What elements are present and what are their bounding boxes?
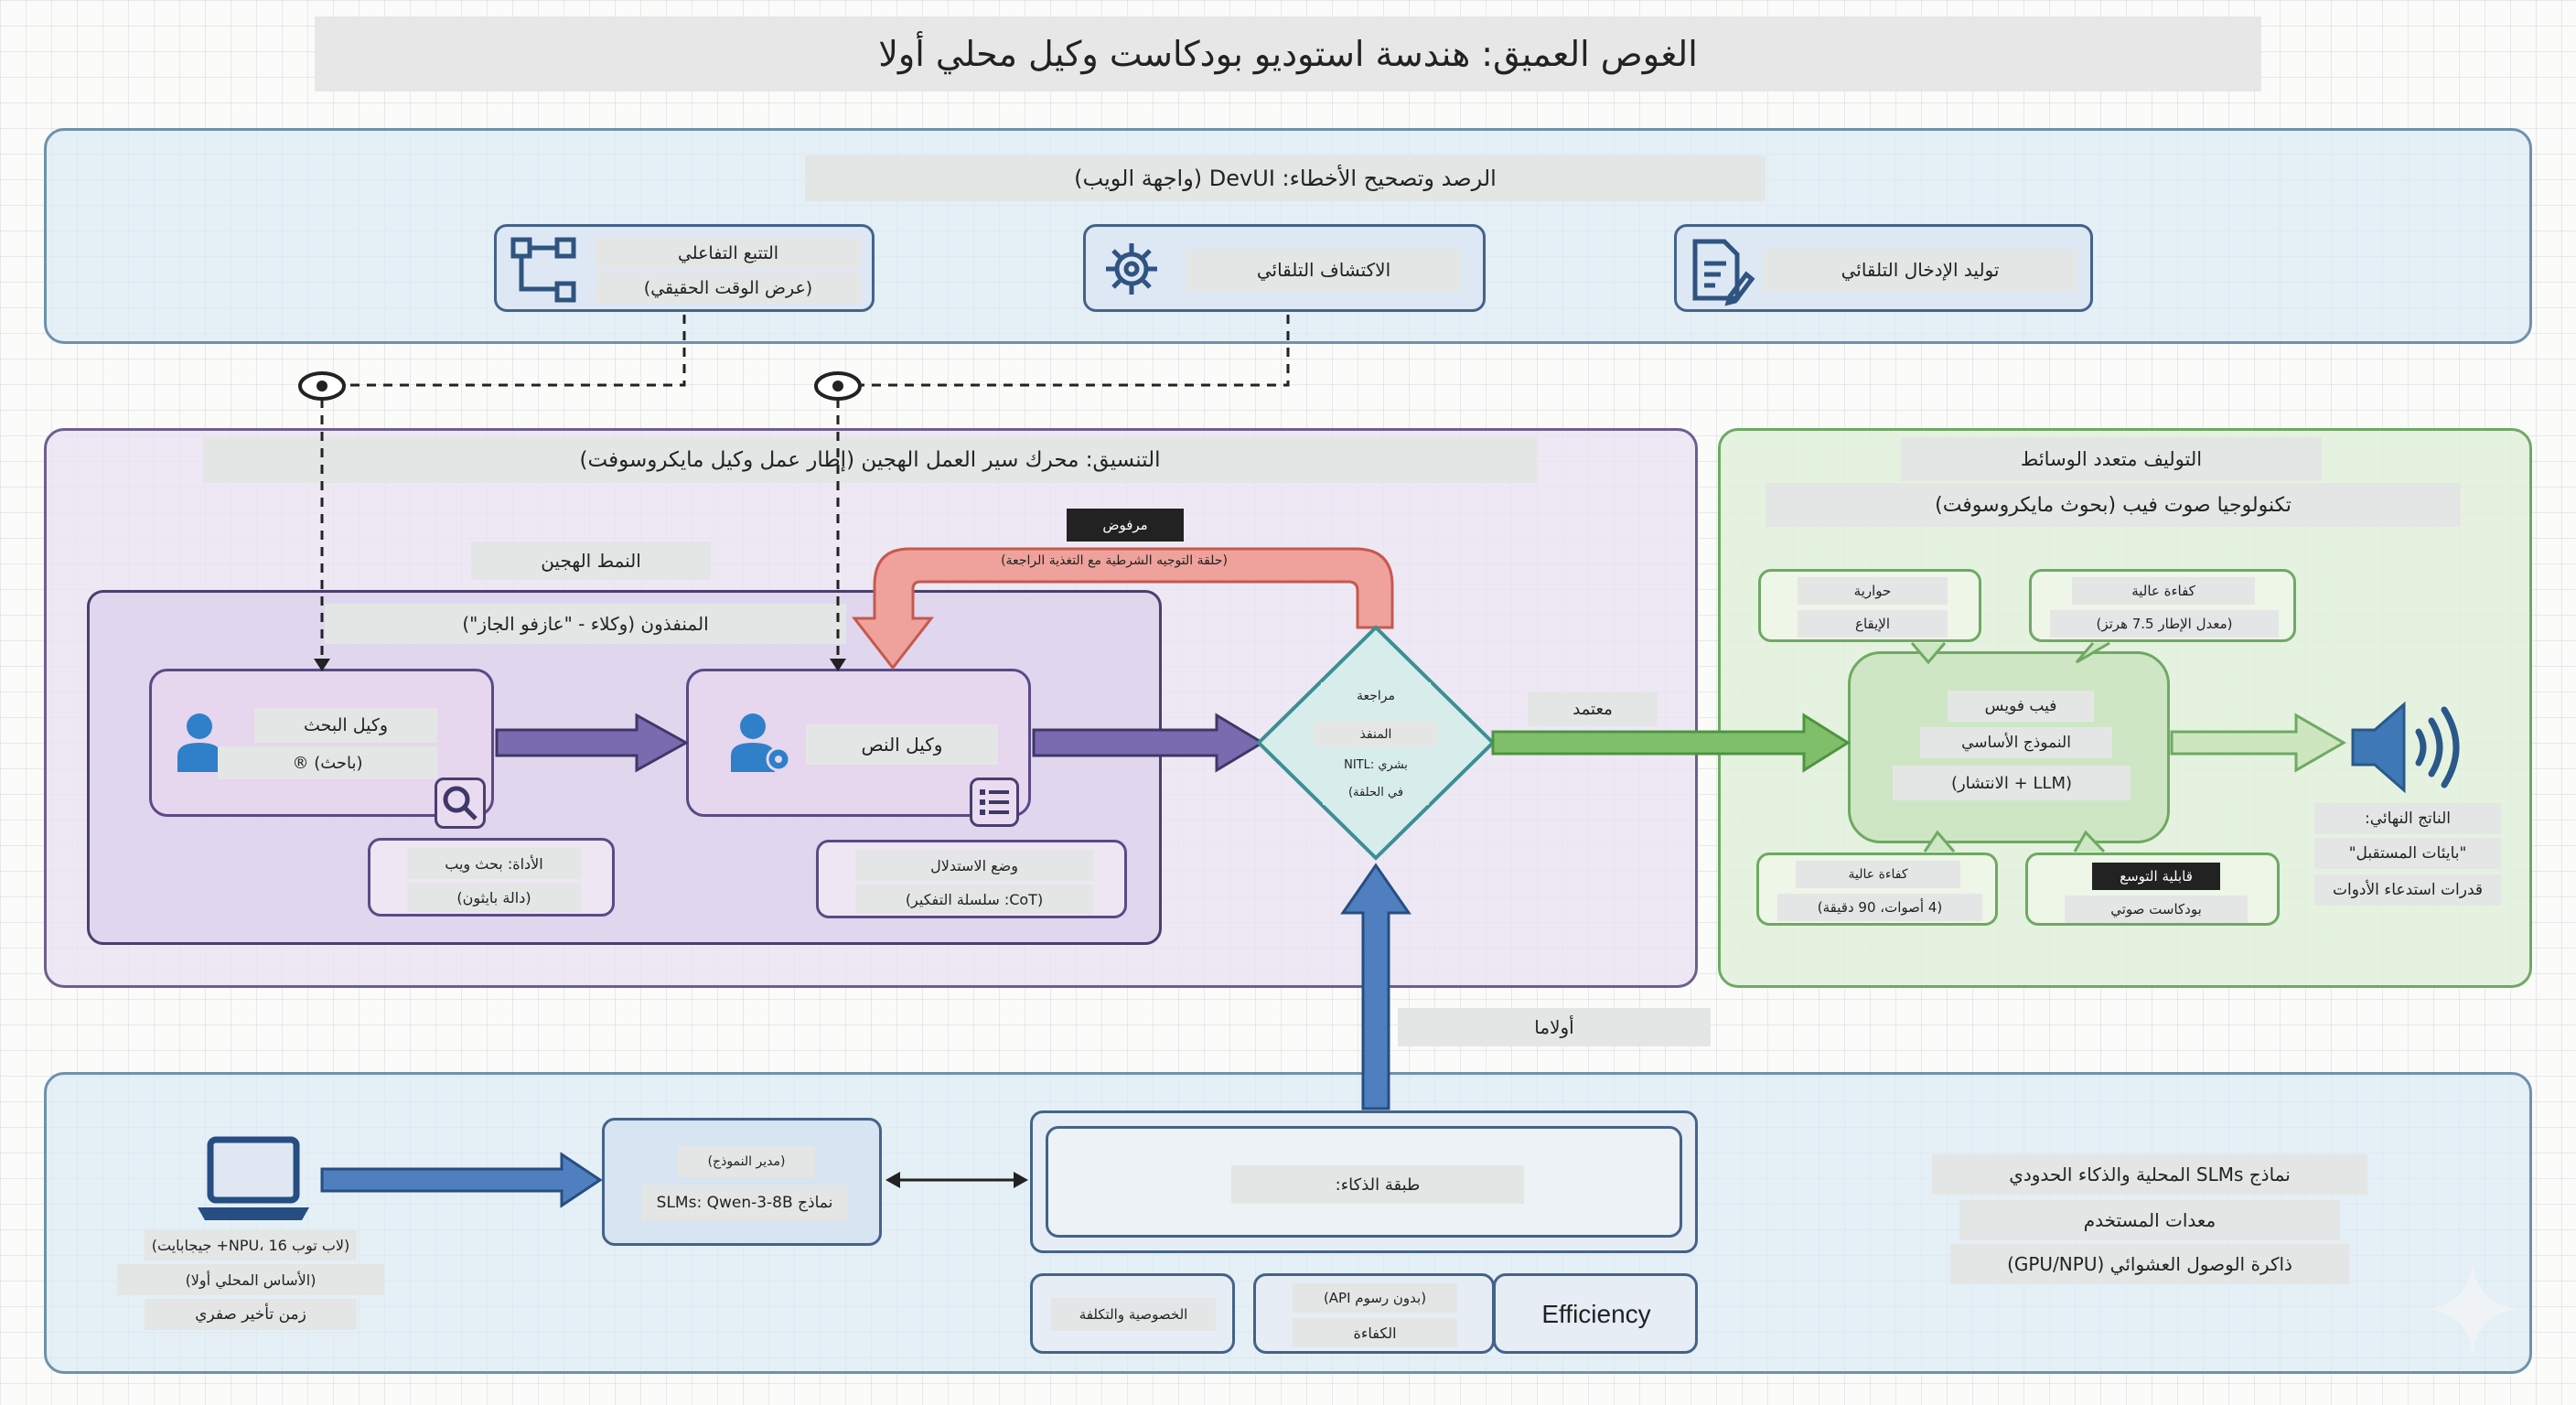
- review-human: بشري :NITL: [1314, 752, 1438, 778]
- scalability-sublabel: بودكاست صوتي: [2065, 896, 2248, 923]
- magnifier-icon: [435, 778, 486, 829]
- review-executor: المنفذ: [1314, 721, 1438, 748]
- first-up-arrow: [1340, 863, 1411, 1110]
- reasoning-label: وضع الاستدلال: [855, 850, 1093, 881]
- scalability-label: قابلية التوسع: [2092, 863, 2220, 890]
- eye-icon-left: [298, 371, 346, 401]
- tracing-link-line: [322, 315, 686, 387]
- efficiency-top-box: كفاءة عالية (معدل الإطار 7.5 هرتز): [2029, 569, 2296, 642]
- final-output-capability: قدرات استدعاء الأدوات: [2314, 874, 2501, 906]
- tracing-card[interactable]: التتبع التفاعلي (عرض الوقت الحقيقي): [494, 224, 875, 312]
- review-label: مراجعة: [1321, 682, 1431, 710]
- input-gen-card[interactable]: توليد الإدخال التلقائي: [1674, 224, 2093, 312]
- dialogue-label: حوارية: [1798, 577, 1948, 605]
- multimodal-title: التوليف متعدد الوسائط: [1901, 437, 2322, 481]
- executors-title: المنفذون (وكلاء - "عازفو الجاز"): [325, 604, 846, 644]
- dialogue-sublabel: الإيقاع: [1798, 610, 1948, 638]
- model-manager-label: (مدير النموذج): [678, 1146, 815, 1177]
- core-sublabel: النموذج الأساسي: [1920, 727, 2112, 758]
- core-detail: (LLM + الانتشار): [1893, 766, 2131, 800]
- local-right-title: نماذج SLMs المحلية والذكاء الحدودي: [1932, 1154, 2367, 1195]
- reasoning-box: وضع الاستدلال (CoT: سلسلة التفكير): [816, 840, 1127, 918]
- script-to-review-arrow: [1032, 713, 1265, 773]
- search-to-script-arrow: [495, 713, 690, 773]
- privacy-box: الخصوصية والتكلفة: [1030, 1273, 1235, 1354]
- efficiency-bottom-sublabel: (4 أصوات، 90 دقيقة): [1777, 894, 1982, 921]
- model-intelligence-link: [886, 1172, 1028, 1188]
- efficiency-bottom-box: كفاءة عالية (4 أصوات، 90 دقيقة): [1756, 853, 1998, 926]
- feedback-loop-label: (حلقة التوجيه الشرطية مع التغذية الراجعة…: [1001, 553, 1228, 568]
- tool-sublabel: (دالة بايثون): [407, 883, 581, 912]
- tool-label: الأداة: بحث ويب: [407, 848, 581, 879]
- list-icon: [970, 778, 1019, 827]
- efficiency-ar-label: الكفاءة: [1293, 1318, 1457, 1347]
- hybrid-mode-label: النمط الهجين: [471, 542, 711, 580]
- script-agent-card[interactable]: وكيل النص: [686, 669, 1031, 817]
- feedback-loop-arrow: [851, 547, 1394, 670]
- script-agent-label: وكيل النص: [806, 724, 998, 765]
- first-label: أولاما: [1398, 1008, 1711, 1046]
- input-gen-label: توليد الإدخال التلقائي: [1763, 249, 2077, 291]
- vibevoice-core: فيب فويس النموذج الأساسي (LLM + الانتشار…: [1848, 651, 2170, 843]
- laptop-spec: (لاب توب NPU، 16+ جيجابايت): [145, 1229, 357, 1260]
- tool-box: الأداة: بحث ويب (دالة بايثون): [368, 838, 615, 917]
- tracing-sublabel: (عرض الوقت الحقيقي): [596, 273, 861, 304]
- scalability-pointer: [2073, 830, 2106, 853]
- scalability-box: قابلية التوسع بودكاست صوتي: [2025, 853, 2280, 926]
- search-agent-sublabel: (باحث) ®: [218, 746, 437, 779]
- discovery-link-line: [838, 315, 1290, 387]
- laptop-to-model-arrow: [320, 1152, 603, 1208]
- reasoning-sublabel: (CoT: سلسلة التفكير): [855, 885, 1093, 914]
- laptop-foundation: (الأساس المحلي أولا): [117, 1264, 384, 1295]
- intelligence-inner: طبقة الذكاء:: [1046, 1126, 1682, 1238]
- efficiency-top-pointer: [2075, 641, 2110, 664]
- page-title: الغوص العميق: هندسة استوديو بودكاست وكيل…: [315, 16, 2261, 91]
- rejected-badge: مرفوض: [1067, 509, 1184, 542]
- efficiency-en-box: Efficiency: [1493, 1273, 1698, 1354]
- final-output-label: الناتج النهائي:: [2314, 803, 2501, 834]
- search-agent-label: وكيل البحث: [254, 708, 437, 743]
- efficiency-top-sublabel: (معدل الإطار 7.5 هرتز): [2050, 610, 2279, 638]
- laptop-latency: زمن تأخير صفري: [145, 1299, 357, 1330]
- review-loop: في الحلقة): [1323, 779, 1429, 805]
- efficiency-en-label: Efficiency: [1541, 1300, 1651, 1328]
- efficiency-ar-note: (بدون رسوم API): [1293, 1283, 1457, 1313]
- eye-icon-right: [814, 371, 862, 401]
- discovery-card[interactable]: الاكتشاف التلقائي: [1083, 224, 1486, 312]
- privacy-label: الخصوصية والتكلفة: [1051, 1298, 1216, 1331]
- approved-arrow: [1491, 713, 1851, 773]
- final-output-name: "بايئات المستقبل": [2314, 838, 2501, 869]
- intelligence-label: طبقة الذكاء:: [1231, 1165, 1524, 1204]
- intelligence-outer: طبقة الذكاء:: [1030, 1110, 1698, 1253]
- core-label: فيب فويس: [1948, 691, 2094, 722]
- approved-label: معتمد: [1528, 692, 1658, 726]
- devui-title: الرصد وتصحيح الأخطاء: DevUI (واجهة الويب…: [805, 156, 1766, 201]
- discovery-label: الاكتشاف التلقائي: [1186, 249, 1461, 291]
- efficiency-bottom-pointer: [1923, 830, 1956, 853]
- script-link-arrowhead: [830, 659, 846, 671]
- tracing-label: التتبع التفاعلي: [596, 238, 861, 269]
- core-to-output-arrow: [2170, 713, 2347, 773]
- search-link-arrowhead: [314, 659, 330, 671]
- efficiency-ar-box: (بدون رسوم API) الكفاءة: [1253, 1273, 1495, 1354]
- model-manager-models: نماذج SLMs: Qwen-3-8B: [641, 1185, 848, 1221]
- efficiency-top-label: كفاءة عالية: [2072, 577, 2255, 605]
- model-manager-box[interactable]: (مدير النموذج) نماذج SLMs: Qwen-3-8B: [602, 1118, 882, 1246]
- orchestration-title: التنسيق: محرك سير العمل الهجين (إطار عمل…: [203, 437, 1537, 483]
- dialogue-pointer: [1910, 642, 1947, 665]
- local-right-hardware: معدات المستخدم: [1959, 1200, 2340, 1240]
- multimodal-subtitle: تكنولوجيا صوت فيب (بحوث مايكروسوفت): [1766, 483, 2461, 527]
- efficiency-bottom-label: كفاءة عالية: [1796, 861, 1960, 888]
- dialogue-box: حوارية الإيقاع: [1758, 569, 1981, 642]
- local-right-memory: ذاكرة الوصول العشوائي (GPU/NPU): [1950, 1244, 2349, 1284]
